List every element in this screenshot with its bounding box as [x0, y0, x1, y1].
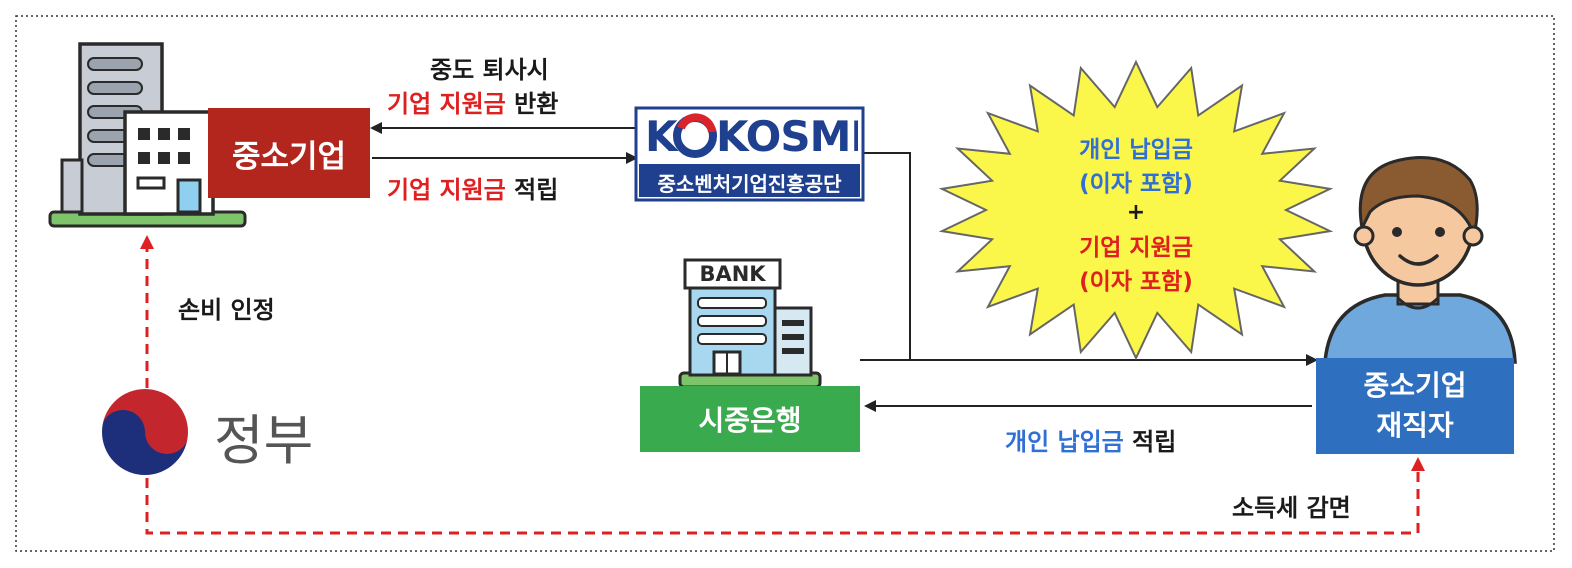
office-building-icon [48, 42, 247, 228]
employee-line1: 중소기업 [1363, 369, 1467, 402]
starburst [938, 59, 1334, 361]
personal-deposit-accumulate: 적립 [1132, 428, 1177, 456]
tax-reduction-label: 소득세 감면 [1232, 494, 1351, 522]
kosme-subtitle: 중소벤처기업진흥공단 [657, 172, 842, 196]
kosme-subtitle-bar [639, 164, 860, 197]
contribution-label: 기업 지원금 적립 [387, 170, 558, 205]
bank-label: 시중은행 [698, 404, 802, 437]
kosme-logo-text: KOSME [716, 112, 858, 161]
contribution-support-fund: 기업 지원금 [387, 176, 506, 204]
line-kosme-down [863, 152, 911, 360]
employee-line2: 재직자 [1376, 409, 1454, 442]
outer-frame [15, 15, 1555, 552]
person-avatar-icon [1323, 156, 1517, 364]
bank-box: 시중은행 [640, 386, 860, 452]
refund-line2: 기업 지원금 반환 [387, 84, 558, 119]
refund-support-fund: 기업 지원금 [387, 90, 506, 118]
contribution-accumulate: 적립 [514, 176, 559, 204]
bank-sign: BANK [699, 262, 766, 286]
expense-recognition-label: 손비 인정 [178, 296, 275, 324]
personal-deposit-amount: 개인 납입금 [1005, 428, 1124, 456]
burst-plus: + [1126, 200, 1146, 225]
burst-line2: (이자 포함) [1079, 171, 1193, 197]
kosme-logo-k: K [645, 112, 678, 161]
kosme-swirl-icon [673, 113, 717, 158]
employee-box: 중소기업 재직자 [1316, 358, 1514, 454]
government-label: 정부 [214, 409, 314, 472]
refund-line1: 중도 퇴사시 [430, 56, 549, 84]
sme-label: 중소기업 [231, 138, 347, 175]
korea-government-emblem-icon [100, 387, 190, 477]
refund-return: 반환 [514, 90, 559, 118]
bank-building-icon [678, 258, 822, 389]
burst-line3: 기업 지원금 [1079, 235, 1193, 261]
burst-line4: (이자 포함) [1079, 269, 1193, 295]
sme-box: 중소기업 [208, 108, 370, 198]
arrow-gov-bottom [145, 478, 1418, 535]
burst-line1: 개인 납입금 [1079, 137, 1193, 163]
personal-deposit-label: 개인 납입금 적립 [1005, 422, 1176, 457]
